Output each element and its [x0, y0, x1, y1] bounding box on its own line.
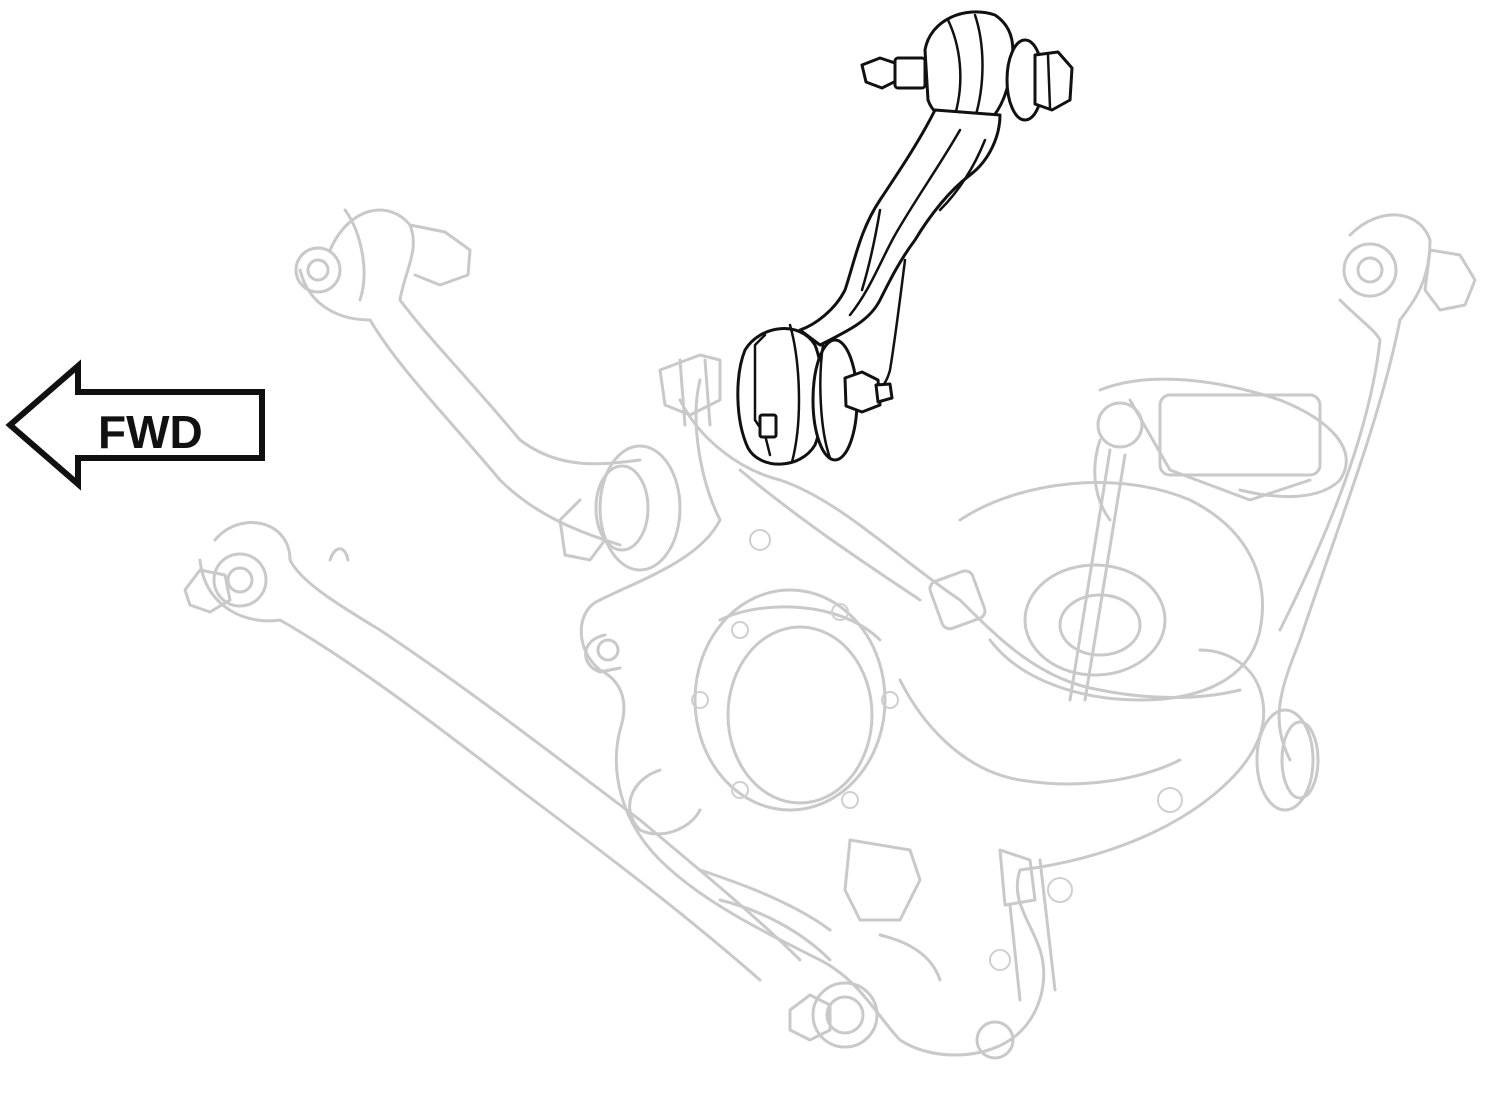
bushing-tab — [758, 413, 778, 439]
lower-control-arm — [183, 521, 832, 982]
fwd-label: FWD — [98, 406, 203, 458]
lower-ball-joint — [788, 981, 879, 1049]
lower-bushing-housing — [736, 327, 824, 466]
steering-knuckle — [579, 378, 1266, 1060]
upper-bolt-nut — [893, 56, 927, 90]
rear-upper-arm — [1255, 213, 1477, 812]
lower-nut — [843, 370, 882, 414]
upper-bushing-housing — [923, 10, 1015, 126]
highlighted-upper-link — [736, 10, 1074, 466]
fwd-direction-arrow: FWD — [5, 359, 265, 491]
upper-bolt-head — [860, 56, 900, 90]
upper-lock-nut — [1033, 50, 1074, 112]
lower-bolt-tip — [874, 382, 894, 404]
knuckle-upper-boss — [658, 353, 722, 427]
faded-suspension-context — [183, 208, 1477, 1060]
brake-dust-shield — [958, 377, 1348, 702]
front-upper-arm — [294, 208, 682, 572]
